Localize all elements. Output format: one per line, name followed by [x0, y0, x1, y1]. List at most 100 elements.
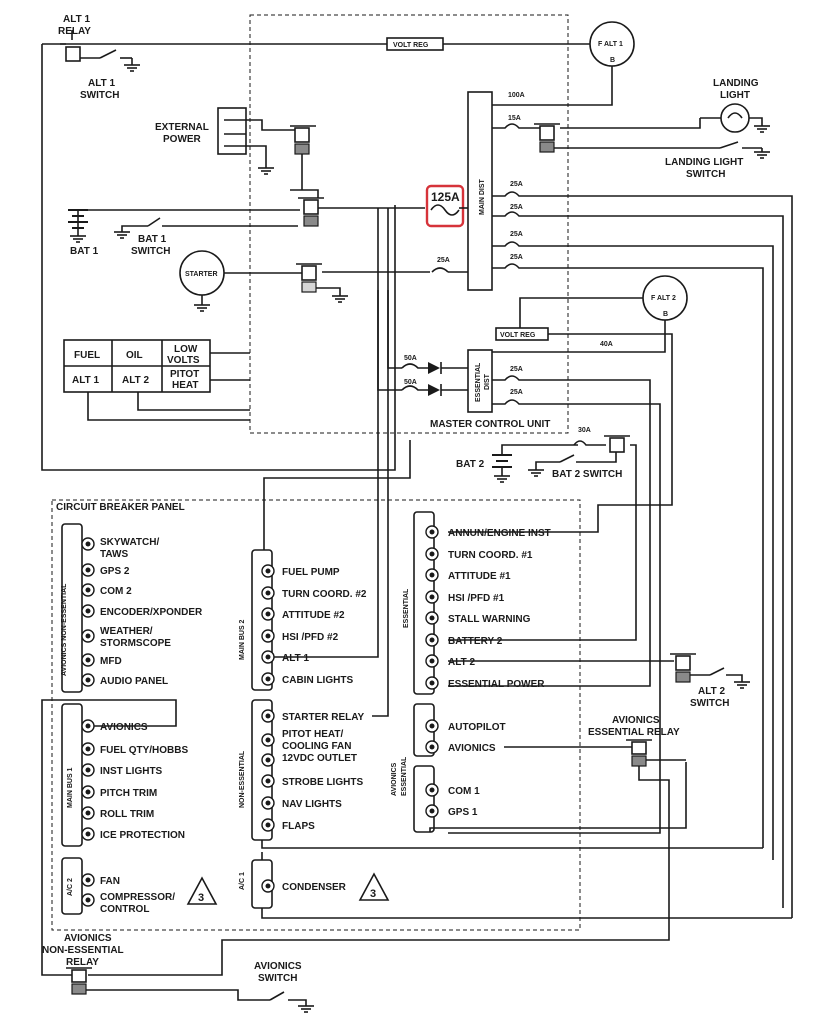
cb-inst-lights[interactable] [81, 763, 95, 777]
annun-alt1: ALT 1 [72, 375, 99, 386]
bat1-relay [298, 197, 324, 227]
cb-attitude-2[interactable] [261, 607, 275, 621]
cb-battery-2[interactable] [425, 633, 439, 647]
cb-label-mfd: MFD [100, 656, 122, 667]
essential-dist-label-2: DIST [484, 373, 491, 390]
fuse-25a-e-label: 25A [510, 366, 523, 373]
landing-light-switch-label-2: SWITCH [686, 169, 725, 180]
alt1-relay: ALT 1 RELAY [58, 14, 91, 62]
annun-fuel: FUEL [74, 350, 100, 361]
alt1-switch[interactable]: ALT 1 SWITCH [80, 49, 141, 101]
cb-label-pitch-trim: PITCH TRIM [100, 788, 157, 799]
cb-group-main-bus-2: MAIN BUS 2 FUEL PUMP TURN COORD. #2 ATTI… [239, 549, 367, 691]
cb-flaps[interactable] [261, 818, 275, 832]
cb-label-stall: STALL WARNING [448, 614, 531, 625]
cb-turn-coord-2[interactable] [261, 586, 275, 600]
cb-gps1[interactable] [425, 804, 439, 818]
cb-turn-coord-1[interactable] [425, 547, 439, 561]
main-bus-2-label: MAIN BUS 2 [239, 619, 246, 660]
cb-starter-relay[interactable] [261, 709, 275, 723]
cb-label-flaps: FLAPS [282, 821, 315, 832]
battery-1-label: BAT 1 [70, 246, 99, 257]
avionics-nonessential-relay-label-1: AVIONICS [64, 933, 112, 944]
avionics-switch[interactable]: AVIONICS SWITCH [254, 961, 315, 1013]
alt2-generator-label: F ALT 2 [651, 295, 676, 302]
cb-ice-protection[interactable] [81, 827, 95, 841]
alt2-switch-label-1: ALT 2 [698, 686, 725, 697]
annun-low-volts-1: LOW [174, 344, 198, 355]
cb-label-starter-relay: STARTER RELAY [282, 712, 365, 723]
cb-compressor[interactable] [81, 893, 95, 907]
landing-light-switch[interactable]: LANDING LIGHT SWITCH [665, 141, 771, 180]
cb-fan[interactable] [81, 873, 95, 887]
alt1-relay-label-2: RELAY [58, 26, 91, 37]
cb-pitch-trim[interactable] [81, 785, 95, 799]
fuse-125a-label: 125A [431, 190, 460, 204]
cb-autopilot[interactable] [425, 719, 439, 733]
cb-label-battery-2: BATTERY 2 [448, 636, 503, 647]
cb-label-hsi-pfd-2: HSI /PFD #2 [282, 632, 339, 643]
ac-right-label: A/C 1 [239, 872, 246, 890]
cb-essential-power[interactable] [425, 676, 439, 690]
cb-skywatch[interactable] [81, 537, 95, 551]
cb-label-turn-coord-2: TURN COORD. #2 [282, 589, 367, 600]
cb-stall-warning[interactable] [425, 611, 439, 625]
cb-label-weather-2: STORMSCOPE [100, 638, 171, 649]
cb-roll-trim[interactable] [81, 806, 95, 820]
bat2-relay [604, 435, 630, 453]
fuse-25a-c-label: 25A [510, 231, 523, 238]
cb-strobe-lights[interactable] [261, 774, 275, 788]
fuse-125a[interactable]: 125A [425, 184, 465, 228]
cb-label-alt2: ALT 2 [448, 657, 475, 668]
cb-alt1[interactable] [261, 650, 275, 664]
cb-com1[interactable] [425, 783, 439, 797]
bat1-switch[interactable]: BAT 1 SWITCH [113, 217, 298, 257]
alt2-switch-label-2: SWITCH [690, 698, 729, 709]
cb-mfd[interactable] [81, 653, 95, 667]
fuse-25a-f-label: 25A [510, 389, 523, 396]
alt2-switch[interactable]: ALT 2 SWITCH [690, 667, 751, 709]
cb-avionics-ess[interactable] [425, 740, 439, 754]
cb-label-attitude-2: ATTITUDE #2 [282, 610, 345, 621]
cb-condenser[interactable] [261, 879, 275, 893]
note-left-number: 3 [198, 892, 204, 904]
cb-gps2[interactable] [81, 563, 95, 577]
cb-avionics-main1[interactable] [81, 719, 95, 733]
cb-com2[interactable] [81, 583, 95, 597]
cb-pitot-heat[interactable] [261, 733, 275, 747]
cb-encoder[interactable] [81, 604, 95, 618]
cb-label-fan: FAN [100, 876, 120, 887]
avionics-switch-label-2: SWITCH [258, 973, 297, 984]
cb-weather[interactable] [81, 629, 95, 643]
cb-fuel-qty[interactable] [81, 742, 95, 756]
annun-alt2: ALT 2 [122, 375, 149, 386]
cb-label-hsi-pfd-1: HSI /PFD #1 [448, 593, 505, 604]
cb-audio-panel[interactable] [81, 673, 95, 687]
cb-nav-lights[interactable] [261, 796, 275, 810]
cb-group-non-essential: NON-ESSENTIAL STARTER RELAY PITOT HEAT/ … [239, 699, 365, 841]
cb-12vdc-outlet[interactable] [261, 753, 275, 767]
cb-fuel-pump[interactable] [261, 564, 275, 578]
bat2-switch[interactable]: BAT 2 SWITCH [527, 452, 622, 480]
main-bus-1-label: MAIN BUS 1 [67, 767, 74, 808]
cb-attitude-1[interactable] [425, 568, 439, 582]
cb-label-avionics-main1: AVIONICS [100, 722, 148, 733]
cb-label-skywatch-2: TAWS [100, 549, 128, 560]
avionics-nonessential-relay-label-2: NON-ESSENTIAL [42, 945, 124, 956]
cb-cabin-lights[interactable] [261, 672, 275, 686]
bat2-switch-label: BAT 2 SWITCH [552, 469, 622, 480]
cb-annun-engine[interactable] [425, 525, 439, 539]
cb-alt2[interactable] [425, 654, 439, 668]
avionics-essential-relay-label-2: ESSENTIAL RELAY [588, 727, 680, 738]
avionics-switch-label-1: AVIONICS [254, 961, 302, 972]
cb-hsi-pfd-2[interactable] [261, 629, 275, 643]
cb-label-skywatch-1: SKYWATCH/ [100, 537, 159, 548]
bat1-switch-label-1: BAT 1 [138, 234, 167, 245]
cb-label-gps1: GPS 1 [448, 807, 478, 818]
battery-1: BAT 1 [68, 209, 99, 257]
bat1-switch-label-2: SWITCH [131, 246, 170, 257]
cb-hsi-pfd-1[interactable] [425, 590, 439, 604]
non-essential-label: NON-ESSENTIAL [239, 750, 246, 808]
battery-2-label: BAT 2 [456, 459, 485, 470]
battery-2: BAT 2 [456, 444, 578, 483]
